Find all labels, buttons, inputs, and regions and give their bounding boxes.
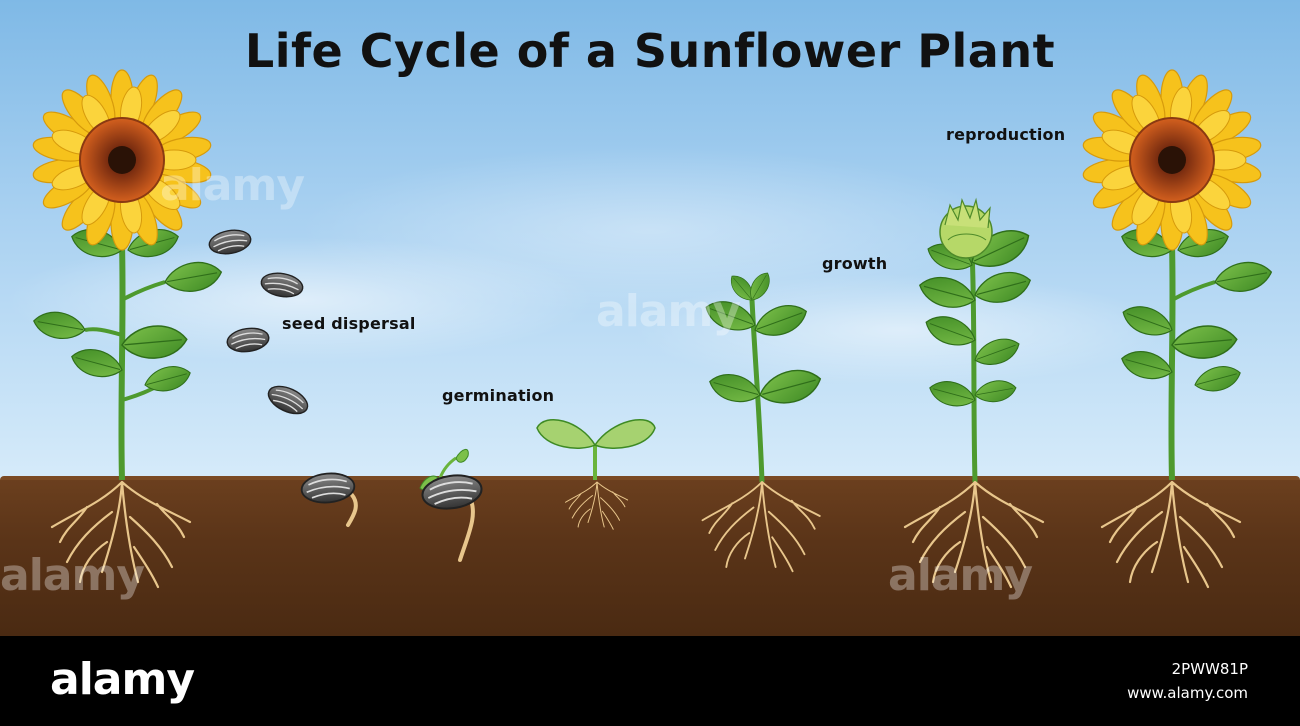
watermark: alamy bbox=[0, 550, 145, 601]
diagram-title: Life Cycle of a Sunflower Plant bbox=[244, 24, 1056, 78]
flower-bud bbox=[939, 197, 993, 259]
diagram-scene: Life Cycle of a Sunflower Plant seed dis… bbox=[0, 0, 1300, 636]
young-plant bbox=[701, 268, 825, 573]
seed-in-soil bbox=[299, 470, 358, 527]
site-url: www.alamy.com bbox=[1127, 684, 1248, 702]
brand-logo: alamy bbox=[50, 654, 195, 705]
label-reproduction: reproduction bbox=[946, 125, 1066, 144]
germinating-seed bbox=[419, 449, 485, 562]
label-seed-dispersal: seed dispersal bbox=[282, 314, 416, 333]
watermark: alamy bbox=[160, 160, 305, 211]
mature-sunflower-right bbox=[1080, 69, 1275, 589]
watermark: alamy bbox=[596, 286, 741, 337]
illustration bbox=[30, 69, 1275, 589]
label-growth: growth bbox=[822, 254, 888, 273]
footer-bar bbox=[0, 636, 1300, 726]
label-germination: germination bbox=[442, 386, 555, 405]
mature-sunflower-left bbox=[30, 69, 225, 589]
image-id: 2PWW81P bbox=[1171, 660, 1248, 678]
watermark: alamy bbox=[888, 550, 1033, 601]
budding-plant bbox=[903, 197, 1045, 589]
seedling bbox=[536, 419, 656, 530]
soil-background bbox=[0, 480, 1300, 636]
